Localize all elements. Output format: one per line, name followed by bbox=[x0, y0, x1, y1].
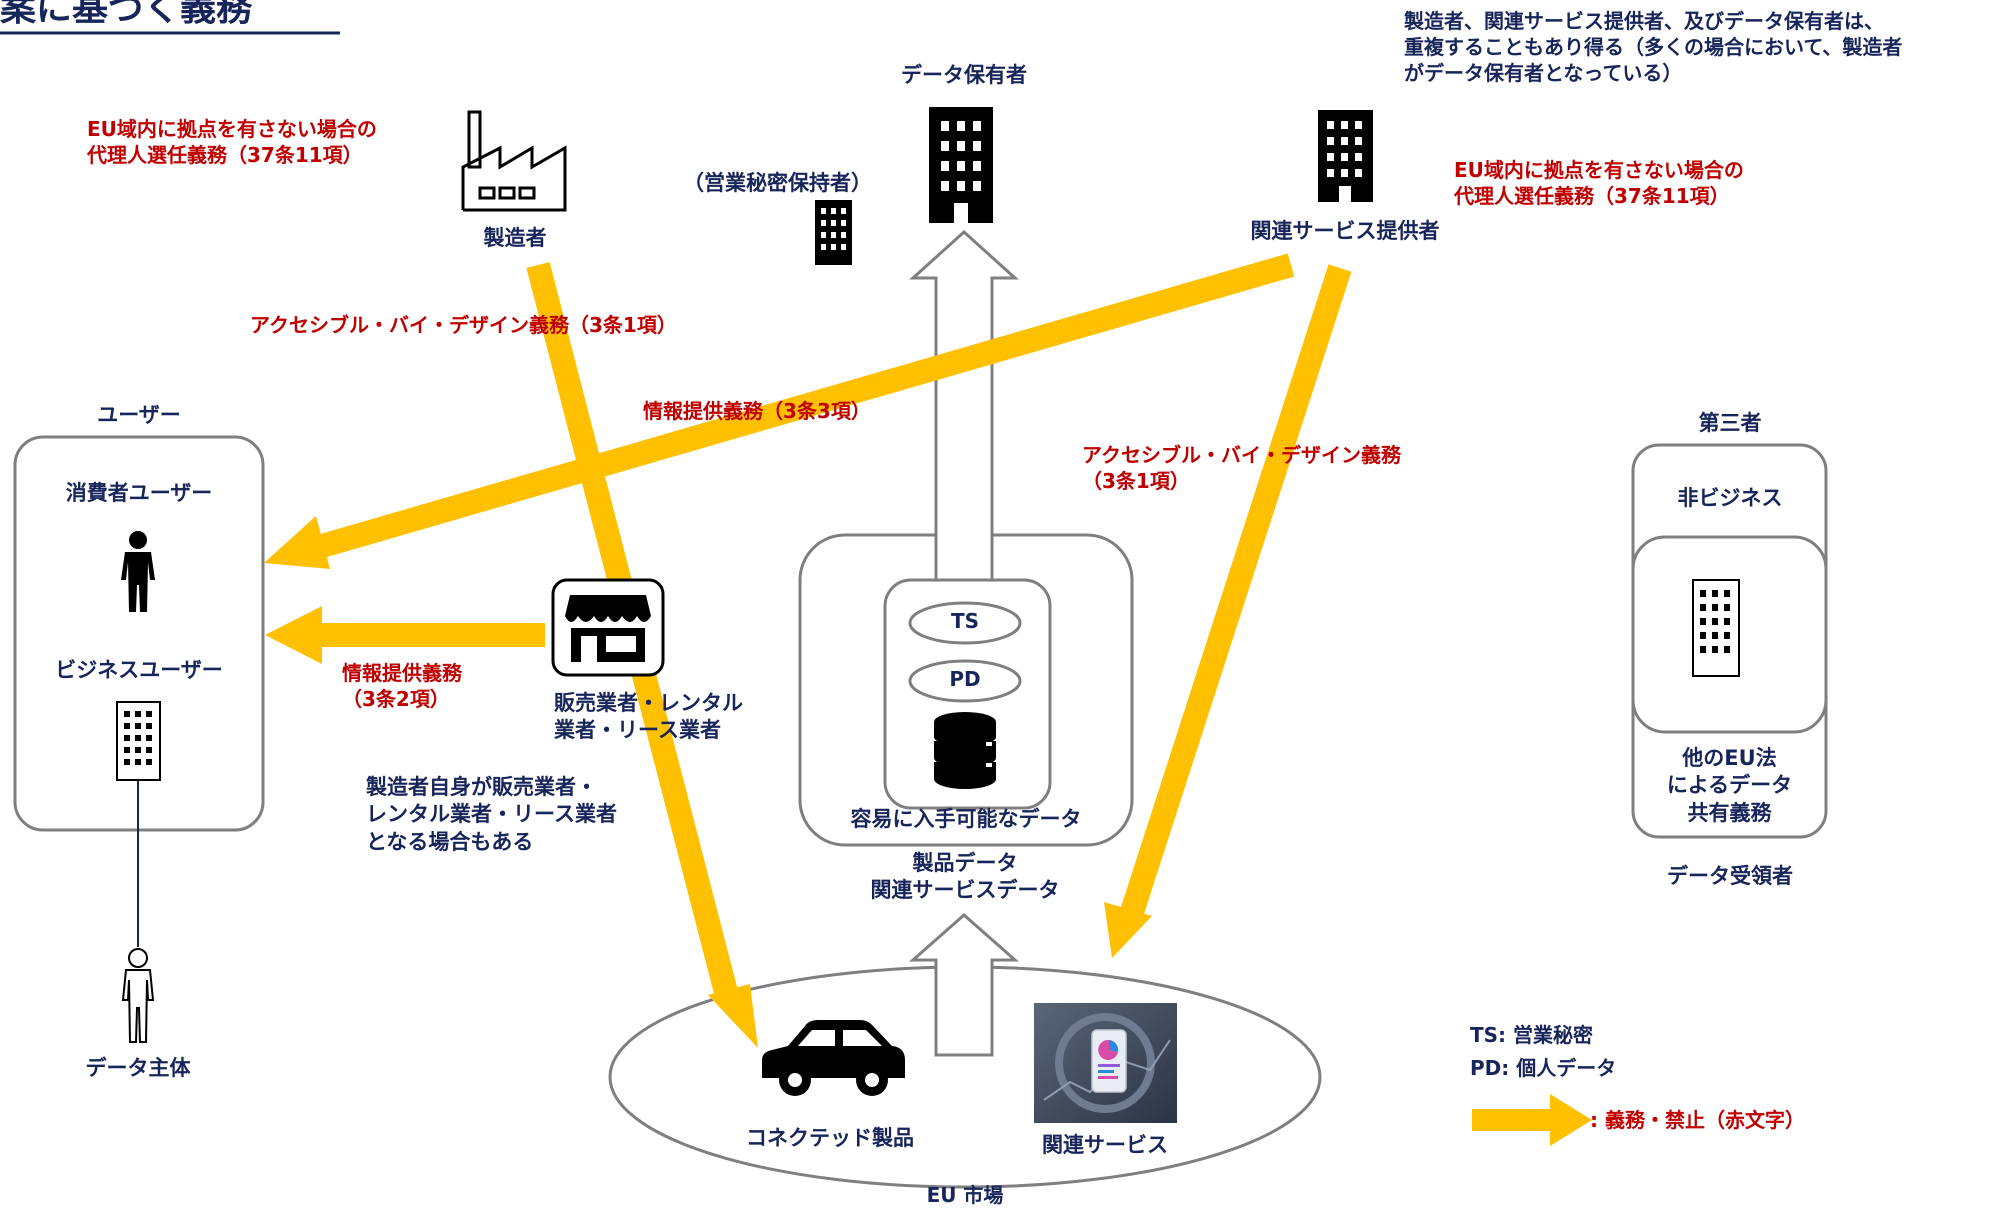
legend-ts: TS: 営業秘密 bbox=[1470, 1023, 1594, 1047]
obligation-line: （3条2項） bbox=[342, 687, 450, 711]
access-by-design-right: アクセシブル・バイ・デザイン義務 （3条1項） bbox=[1082, 442, 1401, 494]
seller-note-line: となる場合もある bbox=[366, 829, 534, 854]
other-eu-law-label: 他のEU法 によるデータ 共有義務 bbox=[1633, 745, 1826, 827]
market-to-data-arrow bbox=[909, 912, 1019, 1057]
service-provider-label: 関連サービス提供者 bbox=[1250, 219, 1440, 243]
seller-note: 製造者自身が販売業者・ レンタル業者・リース業者 となる場合もある bbox=[366, 774, 617, 856]
access-by-design-left: アクセシブル・バイ・デザイン義務（3条1項） bbox=[250, 313, 677, 337]
data-holder-label: データ保有者 bbox=[901, 63, 1027, 87]
smartphone-analytics-icon bbox=[1034, 1003, 1177, 1123]
data-holder-building-icon bbox=[929, 107, 993, 223]
seller-note-line: レンタル業者・リース業者 bbox=[366, 802, 617, 827]
service-provider-to-user-arrow bbox=[264, 253, 1295, 569]
service-provider-building-icon bbox=[1318, 110, 1373, 202]
other-eu-law-line: 他のEU法 bbox=[1682, 746, 1777, 770]
data-subject-label: データ主体 bbox=[85, 1056, 191, 1080]
consumer-person-icon bbox=[121, 531, 155, 612]
obligation-line: （3条1項） bbox=[1082, 469, 1190, 493]
page-title: 案に基づく義務 bbox=[0, 0, 253, 29]
pd-ellipse bbox=[908, 659, 1022, 703]
readily-available-data-label: 容易に入手可能なデータ bbox=[850, 807, 1082, 831]
ts-label: TS bbox=[950, 609, 980, 633]
data-to-holder-arrow bbox=[909, 229, 1019, 584]
storefront-icon bbox=[551, 578, 665, 677]
top-note-line: 製造者、関連サービス提供者、及びデータ保有者は、 bbox=[1404, 9, 1884, 33]
obligation-line: アクセシブル・バイ・デザイン義務 bbox=[1082, 443, 1401, 467]
top-note: 製造者、関連サービス提供者、及びデータ保有者は、 重複することもあり得る（多くの… bbox=[1404, 8, 1902, 86]
legend-pd: PD: 個人データ bbox=[1470, 1056, 1617, 1080]
third-party-building-icon bbox=[1692, 579, 1740, 677]
product-data-line: 関連サービスデータ bbox=[870, 878, 1060, 903]
factory-icon bbox=[461, 110, 567, 212]
non-business-label: 非ビジネス bbox=[1677, 486, 1783, 510]
representative-obligation-left: EU域内に拠点を有さない場合の 代理人選任義務（37条11項） bbox=[87, 116, 377, 168]
related-service-label: 関連サービス bbox=[1042, 1133, 1168, 1157]
other-eu-law-line: によるデータ bbox=[1666, 773, 1793, 798]
seller-label-line: 業者・リース業者 bbox=[554, 718, 721, 743]
data-subject-person-icon bbox=[121, 948, 155, 1043]
service-provider-to-service-arrow bbox=[1104, 264, 1352, 958]
seller-label: 販売業者・レンタル 業者・リース業者 bbox=[554, 690, 743, 745]
pd-label: PD bbox=[949, 667, 981, 691]
other-eu-law-line: 共有義務 bbox=[1687, 800, 1772, 825]
top-note-line: がデータ保有者となっている） bbox=[1404, 61, 1683, 85]
info-provision-3-2: 情報提供義務 （3条2項） bbox=[342, 660, 462, 712]
legend-arrow bbox=[1472, 1094, 1592, 1146]
top-note-line: 重複することもあり得る（多くの場合において、製造者 bbox=[1404, 35, 1903, 59]
product-data-label: 製品データ 関連サービスデータ bbox=[815, 850, 1115, 905]
data-recipient-label: データ受領者 bbox=[1667, 864, 1793, 888]
obligation-line: 代理人選任義務（37条11項） bbox=[87, 143, 363, 167]
representative-obligation-right: EU域内に拠点を有さない場合の 代理人選任義務（37条11項） bbox=[1454, 157, 1744, 209]
seller-label-line: 販売業者・レンタル bbox=[554, 691, 743, 715]
manufacturer-label: 製造者 bbox=[483, 226, 547, 250]
seller-note-line: 製造者自身が販売業者・ bbox=[366, 775, 597, 799]
connected-product-label: コネクテッド製品 bbox=[746, 1126, 914, 1150]
trade-secret-holder-building-icon bbox=[815, 200, 852, 265]
obligation-line: 代理人選任義務（37条11項） bbox=[1454, 184, 1730, 208]
trade-secret-holder-label: （営業秘密保持者） bbox=[683, 171, 872, 195]
business-user-building-icon bbox=[116, 701, 161, 781]
obligation-line: 情報提供義務 bbox=[342, 661, 462, 685]
obligation-line: EU域内に拠点を有さない場合の bbox=[1454, 158, 1744, 182]
eu-market-label: EU 市場 bbox=[926, 1183, 1004, 1207]
legend-arrow-label: : 義務・禁止（赤文字） bbox=[1590, 1108, 1805, 1132]
business-user-label: ビジネスユーザー bbox=[55, 658, 223, 682]
third-party-label: 第三者 bbox=[1698, 411, 1762, 435]
seller-to-user-arrow bbox=[265, 606, 545, 664]
obligation-line: EU域内に拠点を有さない場合の bbox=[87, 117, 377, 141]
database-icon bbox=[934, 712, 996, 789]
consumer-user-label: 消費者ユーザー bbox=[65, 481, 213, 505]
product-data-line: 製品データ bbox=[912, 851, 1018, 875]
car-icon bbox=[762, 1020, 905, 1096]
ts-ellipse bbox=[908, 601, 1022, 645]
info-provision-3-3: 情報提供義務（3条3項） bbox=[643, 399, 871, 423]
user-group-label: ユーザー bbox=[97, 403, 181, 427]
